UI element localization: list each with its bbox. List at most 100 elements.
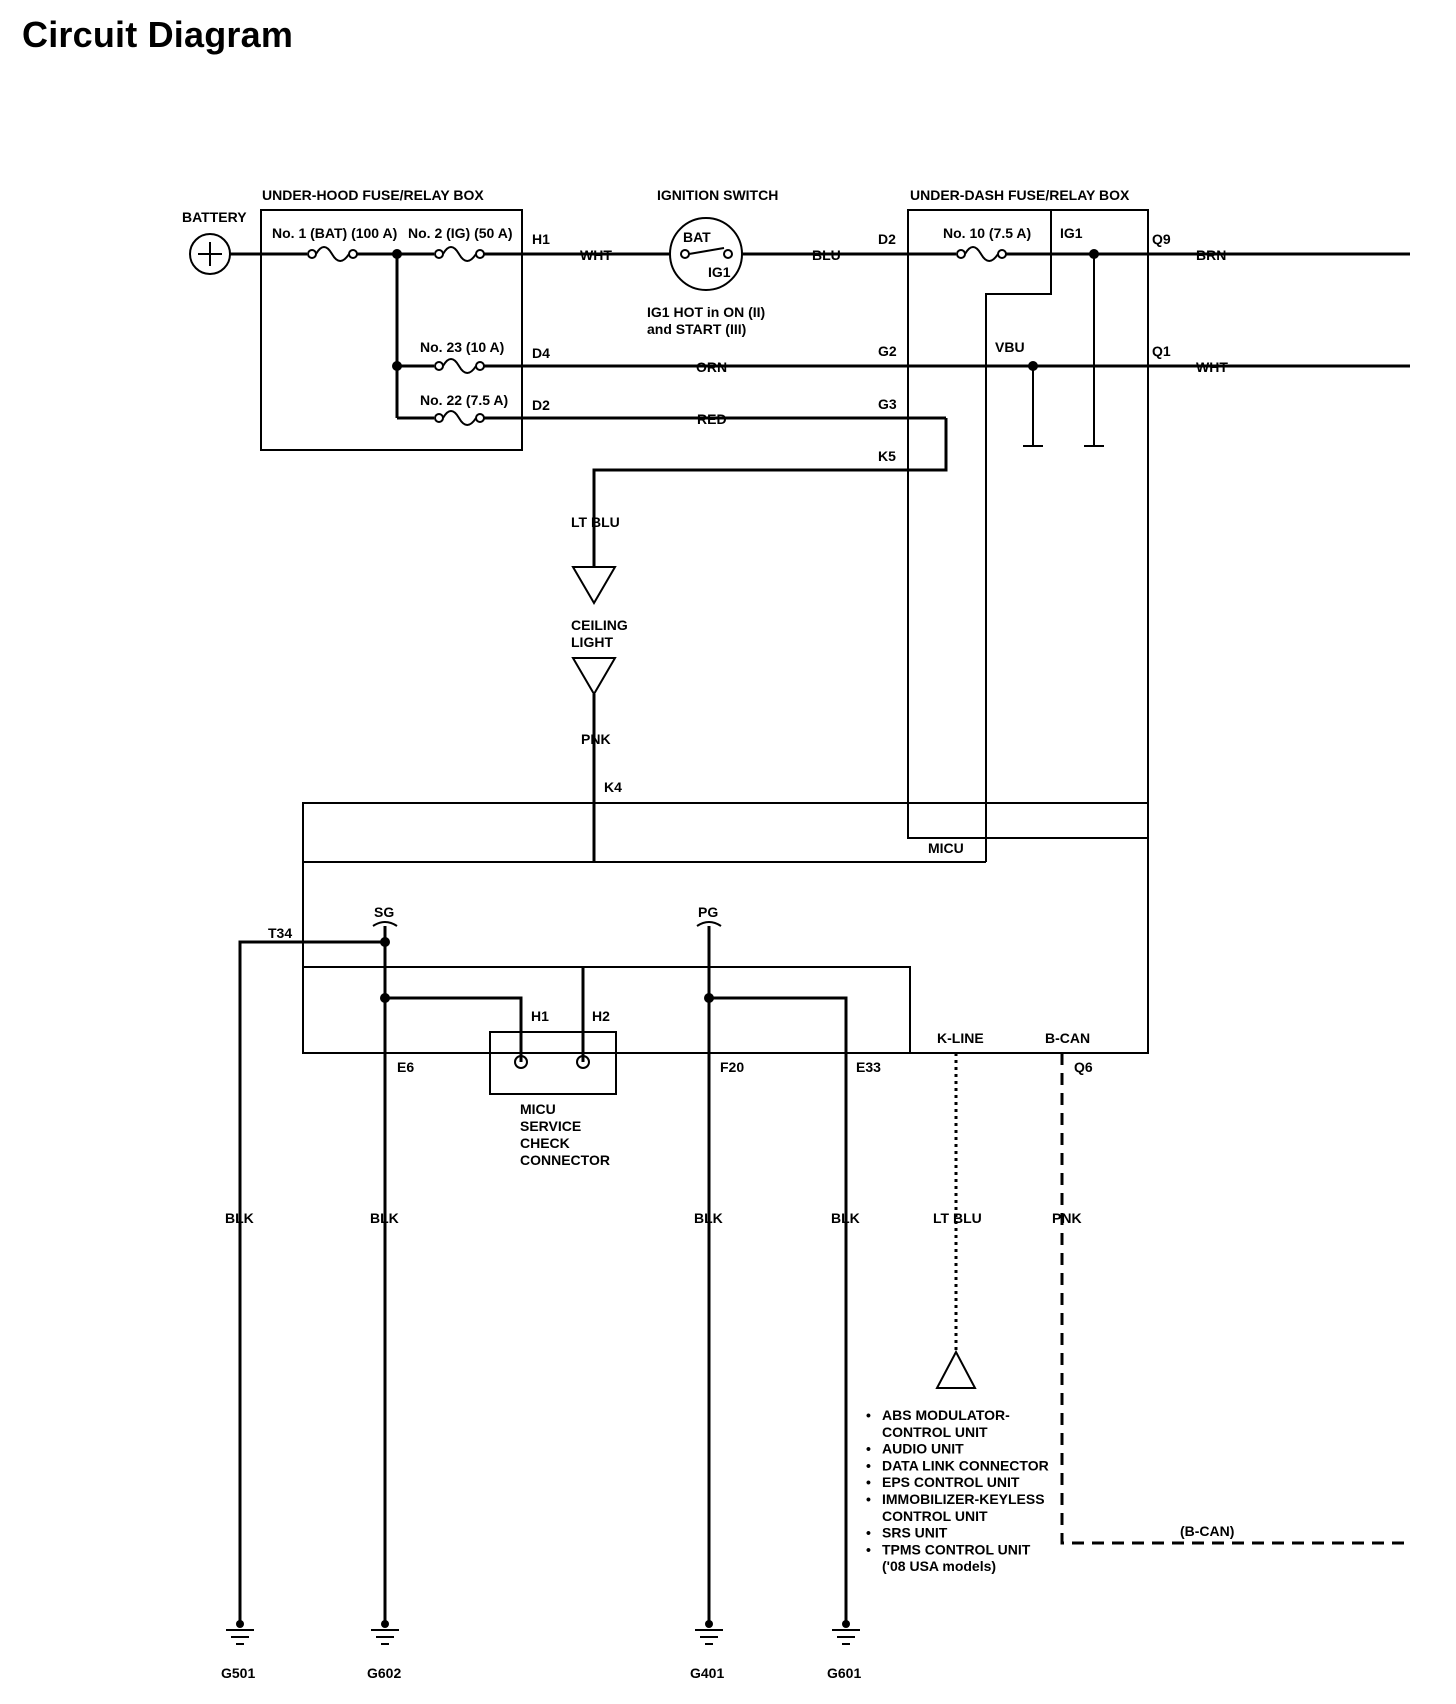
k-line-unit-bullet: • — [866, 1457, 871, 1473]
k-line-unit-bullet: • — [866, 1441, 871, 1457]
k-line-unit-item: CONTROL UNIT — [882, 1508, 988, 1524]
terminal-e6: E6 — [397, 1059, 414, 1075]
wire-color-pnk-light: PNK — [581, 731, 611, 747]
page-title: Circuit Diagram — [22, 14, 294, 55]
under-dash-box-label: UNDER-DASH FUSE/RELAY BOX — [910, 187, 1130, 203]
wire-color-red: RED — [697, 411, 727, 427]
ignition-switch-label: IGNITION SWITCH — [657, 187, 778, 203]
ignition-switch-symbol — [669, 217, 743, 291]
ground-label-g602: G602 — [367, 1665, 401, 1681]
ig1-bus-wire — [985, 210, 1052, 862]
wire-color-brn: BRN — [1196, 247, 1226, 263]
k-line-arrow-symbol — [935, 1349, 977, 1389]
h2-pin — [576, 1055, 590, 1069]
wire-color-wht-h1: WHT — [580, 247, 612, 263]
terminal-ig1: IG1 — [1060, 225, 1083, 241]
ground-label-g401: G401 — [690, 1665, 724, 1681]
terminal-d2-hood: D2 — [532, 397, 550, 413]
fuse-no10 — [956, 246, 1007, 262]
terminal-f20: F20 — [720, 1059, 744, 1075]
terminal-h1: H1 — [532, 231, 550, 247]
service-connector-label-3: CHECK — [520, 1135, 570, 1151]
sg-to-h1-wire — [385, 996, 523, 1062]
vbu-junction — [1028, 361, 1038, 371]
battery-symbol — [189, 233, 231, 275]
terminal-k-line: K-LINE — [937, 1030, 984, 1046]
k-line-unit-item: IMMOBILIZER-KEYLESS — [882, 1491, 1045, 1507]
ground-g602-icon — [371, 1620, 399, 1645]
ground-g401-icon — [695, 1620, 723, 1645]
k-line-unit-item: AUDIO UNIT — [882, 1441, 964, 1457]
k-line-unit-bullet: • — [866, 1407, 871, 1423]
terminal-g2: G2 — [878, 343, 897, 359]
fuse-no1-label: No. 1 (BAT) (100 A) — [272, 225, 397, 241]
b-can-wire — [1060, 1053, 1410, 1545]
terminal-q1: Q1 — [1152, 343, 1171, 359]
fuse-no1 — [307, 246, 358, 262]
terminal-d4: D4 — [532, 345, 550, 361]
ground-g501-icon — [226, 1620, 254, 1645]
ceiling-light-label-1: CEILING — [571, 617, 628, 633]
k-line-unit-bullet: • — [866, 1474, 871, 1490]
terminal-h2-connector: H2 — [592, 1008, 610, 1024]
fuse-no22-label: No. 22 (7.5 A) — [420, 392, 508, 408]
micu-box-outline — [302, 802, 1149, 1054]
red-wire — [397, 416, 948, 567]
terminal-t34: T34 — [268, 925, 292, 941]
k-line-unit-bullet: • — [866, 1491, 871, 1507]
q9-junction — [1089, 249, 1099, 259]
terminal-q9: Q9 — [1152, 231, 1171, 247]
service-connector-label-1: MICU — [520, 1101, 556, 1117]
wire-color-blk-e33: BLK — [831, 1210, 860, 1226]
blk-e33-wire — [709, 996, 848, 1624]
fuse-no10-label: No. 10 (7.5 A) — [943, 225, 1031, 241]
k-line-unit-bullet: • — [866, 1541, 871, 1557]
fuse-no2 — [434, 246, 485, 262]
service-connector-label-2: SERVICE — [520, 1118, 581, 1134]
terminal-g3: G3 — [878, 396, 897, 412]
terminal-q6: Q6 — [1074, 1059, 1093, 1075]
under-hood-box-label: UNDER-HOOD FUSE/RELAY BOX — [262, 187, 484, 203]
under-hood-box-outline — [260, 209, 523, 451]
wire-color-pnk-bcan: PNK — [1052, 1210, 1082, 1226]
terminal-d2-dash: D2 — [878, 231, 896, 247]
wire-color-blk-e6: BLK — [370, 1210, 399, 1226]
k-line-unit-item: CONTROL UNIT — [882, 1424, 988, 1440]
battery-label: BATTERY — [182, 209, 247, 225]
ground-g601-icon — [832, 1620, 860, 1645]
wire-color-orn: ORN — [696, 359, 727, 375]
k-line-unit-item: SRS UNIT — [882, 1525, 948, 1541]
k-line-unit-item: ('08 USA models) — [882, 1558, 996, 1574]
k-line-unit-list: •ABS MODULATOR-CONTROL UNIT•AUDIO UNIT•D… — [866, 1407, 1049, 1574]
wire-color-lt-blu-kline: LT BLU — [933, 1210, 982, 1226]
service-connector-label-4: CONNECTOR — [520, 1152, 610, 1168]
micu-label: MICU — [928, 840, 964, 856]
ground-label-g601: G601 — [827, 1665, 861, 1681]
ceiling-light-label-2: LIGHT — [571, 634, 613, 650]
hood-junction-top — [392, 249, 402, 259]
terminal-pg: PG — [698, 904, 718, 920]
k-line-unit-item: ABS MODULATOR- — [882, 1407, 1010, 1423]
micu-inner-panel — [303, 966, 911, 1053]
k-line-unit-item: DATA LINK CONNECTOR — [882, 1457, 1049, 1473]
service-connector-outline — [489, 1031, 617, 1095]
ignition-note-line1: IG1 HOT in ON (II) — [647, 304, 765, 320]
k-line-unit-item: TPMS CONTROL UNIT — [882, 1541, 1031, 1557]
k-line-unit-item: EPS CONTROL UNIT — [882, 1474, 1020, 1490]
fuse-no23-label: No. 23 (10 A) — [420, 339, 504, 355]
under-dash-box-outline — [907, 209, 1149, 839]
wire-color-blu: BLU — [812, 247, 841, 263]
fuse-no2-label: No. 2 (IG) (50 A) — [408, 225, 513, 241]
terminal-h1-connector: H1 — [531, 1008, 549, 1024]
h1-pin — [514, 1055, 528, 1069]
ignition-note-line2: and START (III) — [647, 321, 746, 337]
ignition-ig1-label: IG1 — [708, 264, 731, 280]
ceiling-light-symbol — [571, 566, 617, 696]
ignition-bat-label: BAT — [683, 229, 711, 245]
wire-color-blk-t34: BLK — [225, 1210, 254, 1226]
sg-terminal-mark — [372, 921, 398, 927]
fuse-no23 — [434, 358, 485, 374]
k-line-unit-bullet: • — [866, 1525, 871, 1541]
wire-color-wht-q1: WHT — [1196, 359, 1228, 375]
